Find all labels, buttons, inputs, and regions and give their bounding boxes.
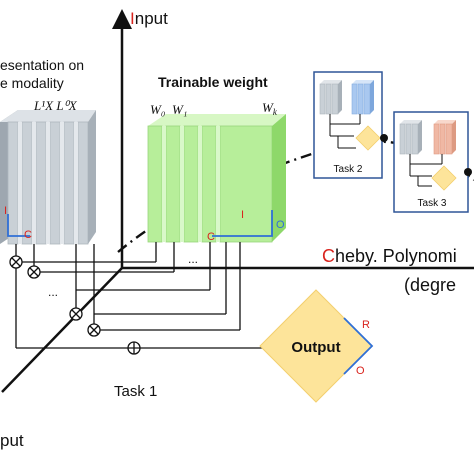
weight-w1: W₁ (172, 102, 187, 117)
task3-label: Task 3 (418, 198, 447, 209)
add-node (127, 341, 141, 355)
left-port-bracket (7, 214, 30, 237)
weight-title: Trainable weight (158, 74, 268, 90)
weight-ellipsis: ... (188, 252, 198, 266)
cheby-axis-label: Cheby. Polynomi (322, 246, 457, 266)
output-label: Output (291, 339, 340, 356)
representation-block (0, 110, 96, 245)
weight-w0: W₀ (150, 102, 165, 117)
output-axis-label: put (0, 431, 24, 450)
output-port-r: R (362, 319, 370, 331)
task1-label: Task 1 (114, 383, 157, 400)
output-node (259, 289, 374, 403)
task2-label: Task 2 (334, 164, 363, 175)
output-port-o: O (356, 365, 365, 377)
task2-box (313, 71, 383, 179)
weight-port-i: I (241, 209, 244, 221)
left-formula: L¹X L⁰X (33, 98, 78, 113)
weight-block (147, 114, 286, 243)
multiply-node (27, 265, 41, 279)
weight-port-o: O (276, 219, 285, 231)
left-title-line2: e modality (0, 75, 64, 91)
left-ellipsis: ... (48, 285, 58, 299)
task3-box (393, 111, 469, 213)
output-port-bracket (343, 317, 374, 375)
multiply-node (9, 255, 23, 269)
multiply-node (69, 307, 83, 321)
weight-port-c: C (207, 231, 215, 243)
multiply-node (87, 323, 101, 337)
curve-point-task3 (464, 168, 472, 176)
weight-port-bracket (212, 210, 273, 237)
input-axis-label: Input (130, 9, 168, 28)
left-port-i: I (4, 205, 7, 217)
output-axis (1, 267, 123, 393)
left-port-c: C (24, 229, 32, 241)
wiring (15, 242, 262, 349)
curve-point-task2 (380, 134, 388, 142)
cheby-degree-label: (degre (404, 275, 456, 295)
axes (1, 9, 474, 393)
left-title-line1: esentation on (0, 57, 84, 73)
weight-wk: Wk (262, 100, 278, 117)
